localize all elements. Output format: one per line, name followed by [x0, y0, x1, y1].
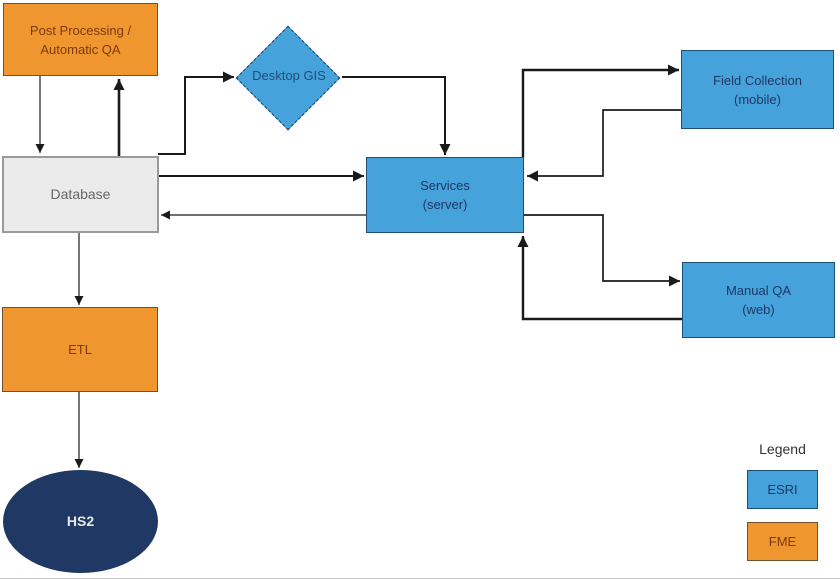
node-manual-qa-label-2: (web) [742, 302, 775, 317]
legend-item-esri-label: ESRI [767, 482, 798, 497]
legend-item-fme-label: FME [768, 534, 797, 549]
node-hs2-label: HS2 [66, 513, 95, 529]
edge-services-to-manualqa [524, 214, 680, 287]
node-services: Services (server) [366, 157, 524, 233]
edge-desktopgis-to-services [342, 76, 451, 155]
node-services-label-2: (server) [422, 197, 468, 212]
node-desktop-gis-label: Desktop GIS [252, 68, 326, 83]
node-post-processing-label-1: Post Processing / [29, 22, 132, 38]
edge-manualqa-to-services [517, 236, 682, 321]
node-etl-label: ETL [68, 342, 92, 357]
node-database: Database [2, 156, 159, 233]
node-field-collection-label-1: Field Collection [713, 72, 802, 88]
node-manual-qa: Manual QA (web) [682, 262, 835, 338]
edge-services-to-fieldcollection [521, 64, 679, 158]
node-post-processing-label-2: Automatic QA [40, 41, 121, 57]
edge-database-to-desktopgis [158, 71, 234, 155]
node-field-collection: Field Collection (mobile) [681, 50, 834, 129]
node-etl: ETL [2, 307, 158, 392]
node-manual-qa-label-1: Manual QA [725, 283, 792, 298]
legend-item-fme: FME [747, 522, 818, 561]
legend-title: Legend [759, 441, 806, 457]
node-hs2: HS2 [3, 470, 158, 573]
node-services-label-1: Services [420, 178, 470, 193]
edge-fieldcollection-to-services [527, 109, 681, 182]
node-field-collection-label-2: (mobile) [734, 91, 781, 107]
legend-item-esri: ESRI [747, 470, 818, 509]
node-post-processing: Post Processing / Automatic QA [3, 3, 158, 76]
node-database-label: Database [50, 186, 111, 202]
